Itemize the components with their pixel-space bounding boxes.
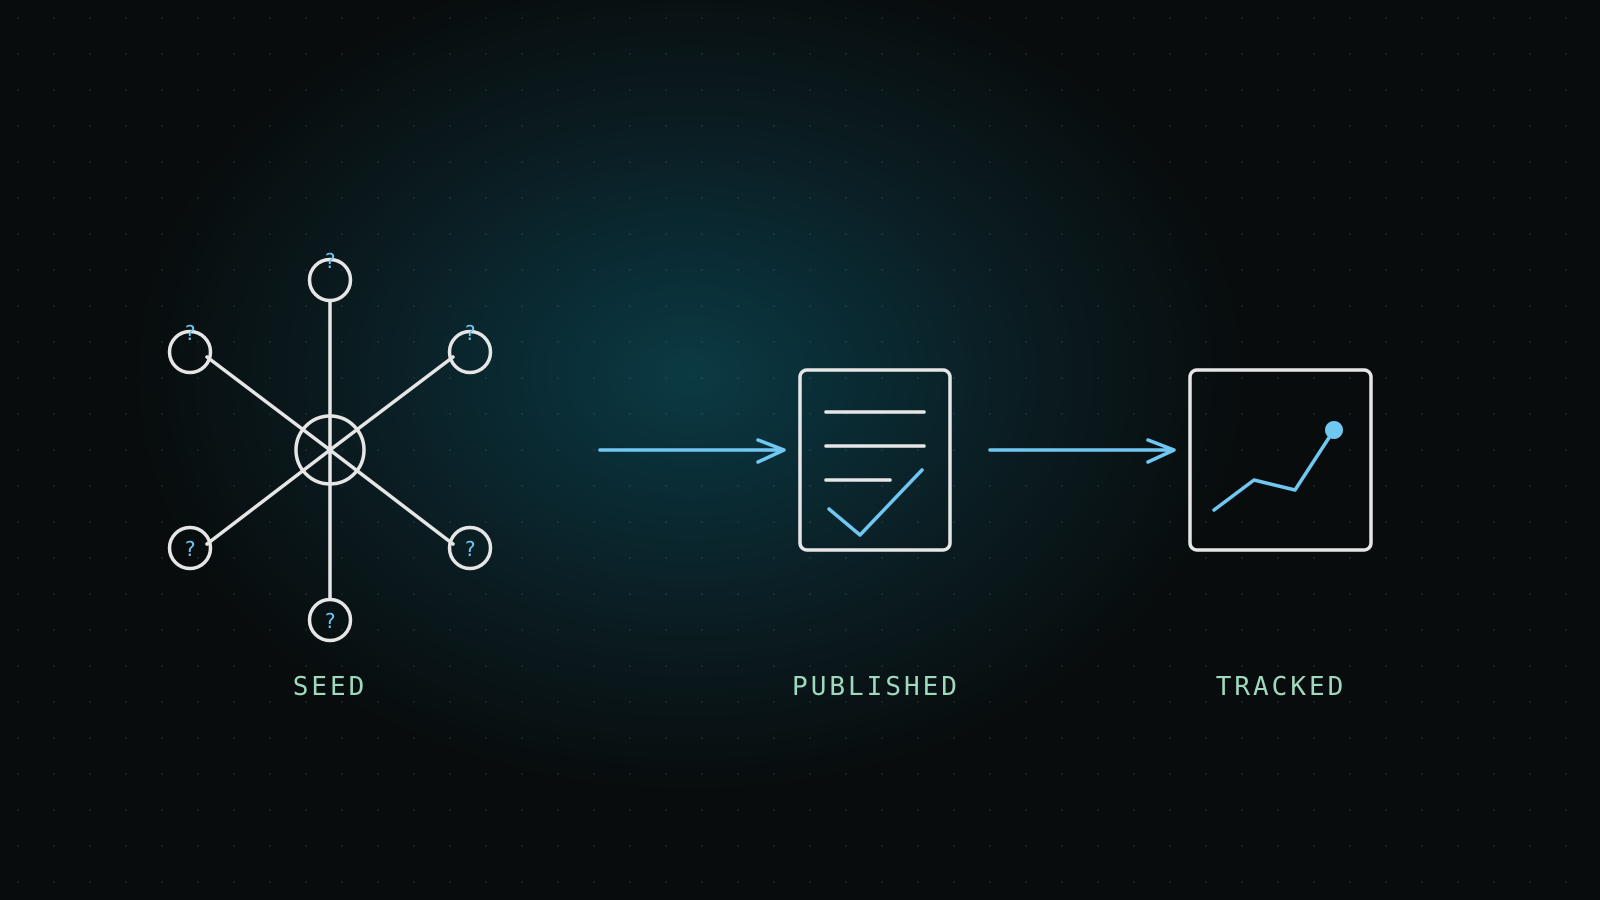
seed-node-top-right — [447, 329, 493, 375]
question-mark-bottom-left: ? — [184, 537, 196, 561]
seed-node-top-left — [167, 329, 213, 375]
arrow-right-icon — [756, 438, 786, 464]
arrow-right-icon — [1146, 438, 1176, 464]
seed-network-icon: ? ? ? ? ? ? — [167, 249, 493, 643]
question-mark-top-left: ? — [184, 321, 196, 345]
trend-chart-icon — [1188, 368, 1373, 552]
spoke-bottom-right — [328, 448, 455, 546]
trend-endpoint-dot — [1325, 421, 1343, 439]
stage-label-published: PUBLISHED — [792, 672, 960, 702]
spoke-top-right — [328, 355, 455, 452]
question-mark-bottom-right: ? — [464, 537, 476, 561]
stage-label-tracked: TRACKED — [1215, 672, 1347, 702]
seed-node-bottom-left — [167, 525, 213, 571]
arrow-seed-to-published — [598, 438, 786, 464]
seed-hub-node — [294, 414, 366, 486]
chart-frame — [1188, 368, 1373, 552]
question-mark-bottom: ? — [324, 609, 336, 633]
question-mark-top-right: ? — [464, 321, 476, 345]
arrow-published-to-tracked — [988, 438, 1176, 464]
spoke-top-left — [205, 355, 332, 452]
seed-node-bottom — [307, 597, 353, 643]
question-mark-top: ? — [324, 249, 336, 273]
checkmark-icon — [827, 468, 924, 537]
seed-node-bottom-right — [447, 525, 493, 571]
document-check-icon — [798, 368, 952, 552]
stage-label-seed: SEED — [292, 672, 368, 702]
document-frame — [798, 368, 952, 552]
trend-line — [1212, 428, 1336, 512]
spoke-bottom-left — [205, 448, 332, 546]
seed-node-top — [307, 257, 353, 303]
